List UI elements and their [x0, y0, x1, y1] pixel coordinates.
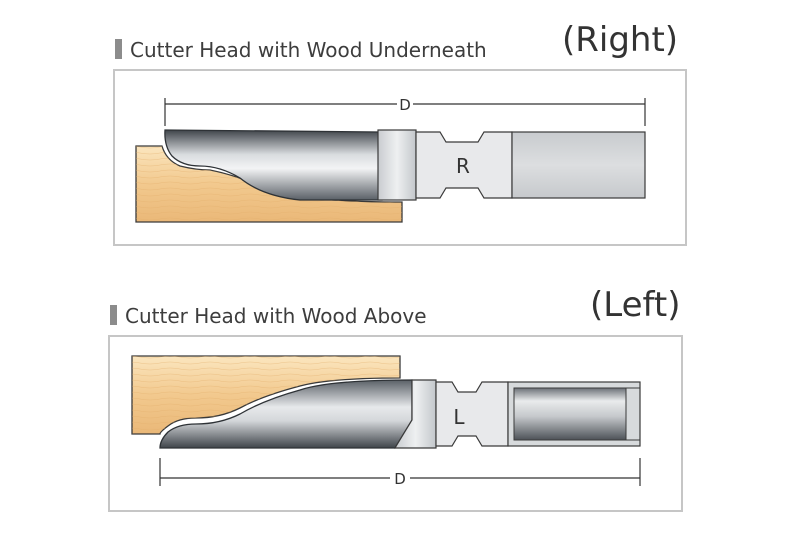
right-section-heading: Cutter Head with Wood Underneath — [115, 38, 487, 62]
right-cutter-panel — [113, 69, 687, 246]
left-section-tag: (Left) — [590, 285, 681, 325]
left-section-heading: Cutter Head with Wood Above — [110, 304, 427, 328]
right-section-tag: (Right) — [562, 20, 679, 60]
left-cutter-panel — [108, 335, 683, 512]
left-section-title: Cutter Head with Wood Above — [125, 304, 427, 328]
heading-marker — [110, 305, 117, 325]
right-section-title: Cutter Head with Wood Underneath — [130, 38, 487, 62]
heading-marker — [115, 39, 122, 59]
